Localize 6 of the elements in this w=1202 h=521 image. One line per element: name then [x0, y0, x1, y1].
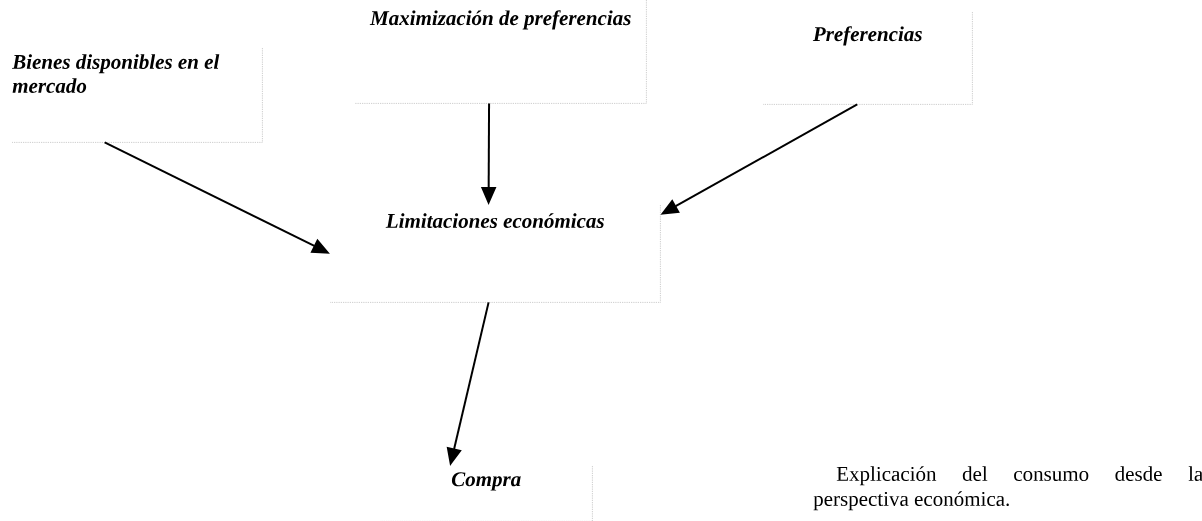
- text-box: Maximización de preferencias: [354, 0, 647, 104]
- text-box: Compra: [379, 465, 593, 521]
- caption: Explicación del consumo desde la perspectiva económica.: [813, 466, 1202, 511]
- text-box: Limitaciones económicas: [329, 204, 661, 303]
- text-box: Bienes disponibles en el mercado: [11, 47, 263, 143]
- text-box: Preferencias: [762, 11, 973, 105]
